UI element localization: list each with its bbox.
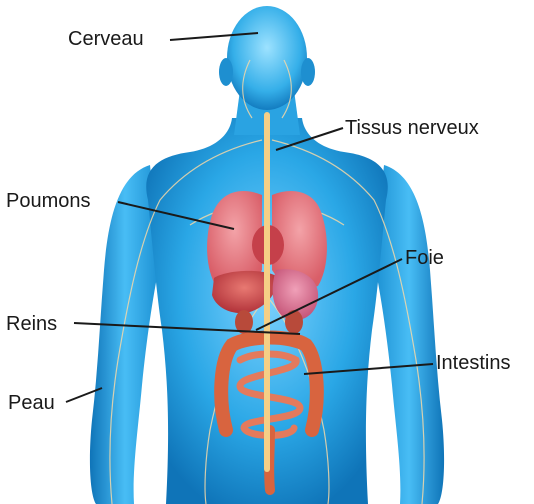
label-tissus-nerveux: Tissus nerveux: [345, 117, 479, 139]
left-ear: [219, 58, 233, 86]
label-foie: Foie: [405, 247, 444, 269]
label-reins: Reins: [6, 313, 57, 335]
label-intestins: Intestins: [436, 352, 510, 374]
label-poumons: Poumons: [6, 190, 91, 212]
left-arm: [90, 165, 160, 504]
right-arm: [374, 165, 444, 504]
spinal-cord: [264, 112, 270, 472]
head: [227, 6, 307, 110]
label-peau: Peau: [8, 392, 55, 414]
label-cerveau: Cerveau: [68, 28, 144, 50]
right-ear: [301, 58, 315, 86]
